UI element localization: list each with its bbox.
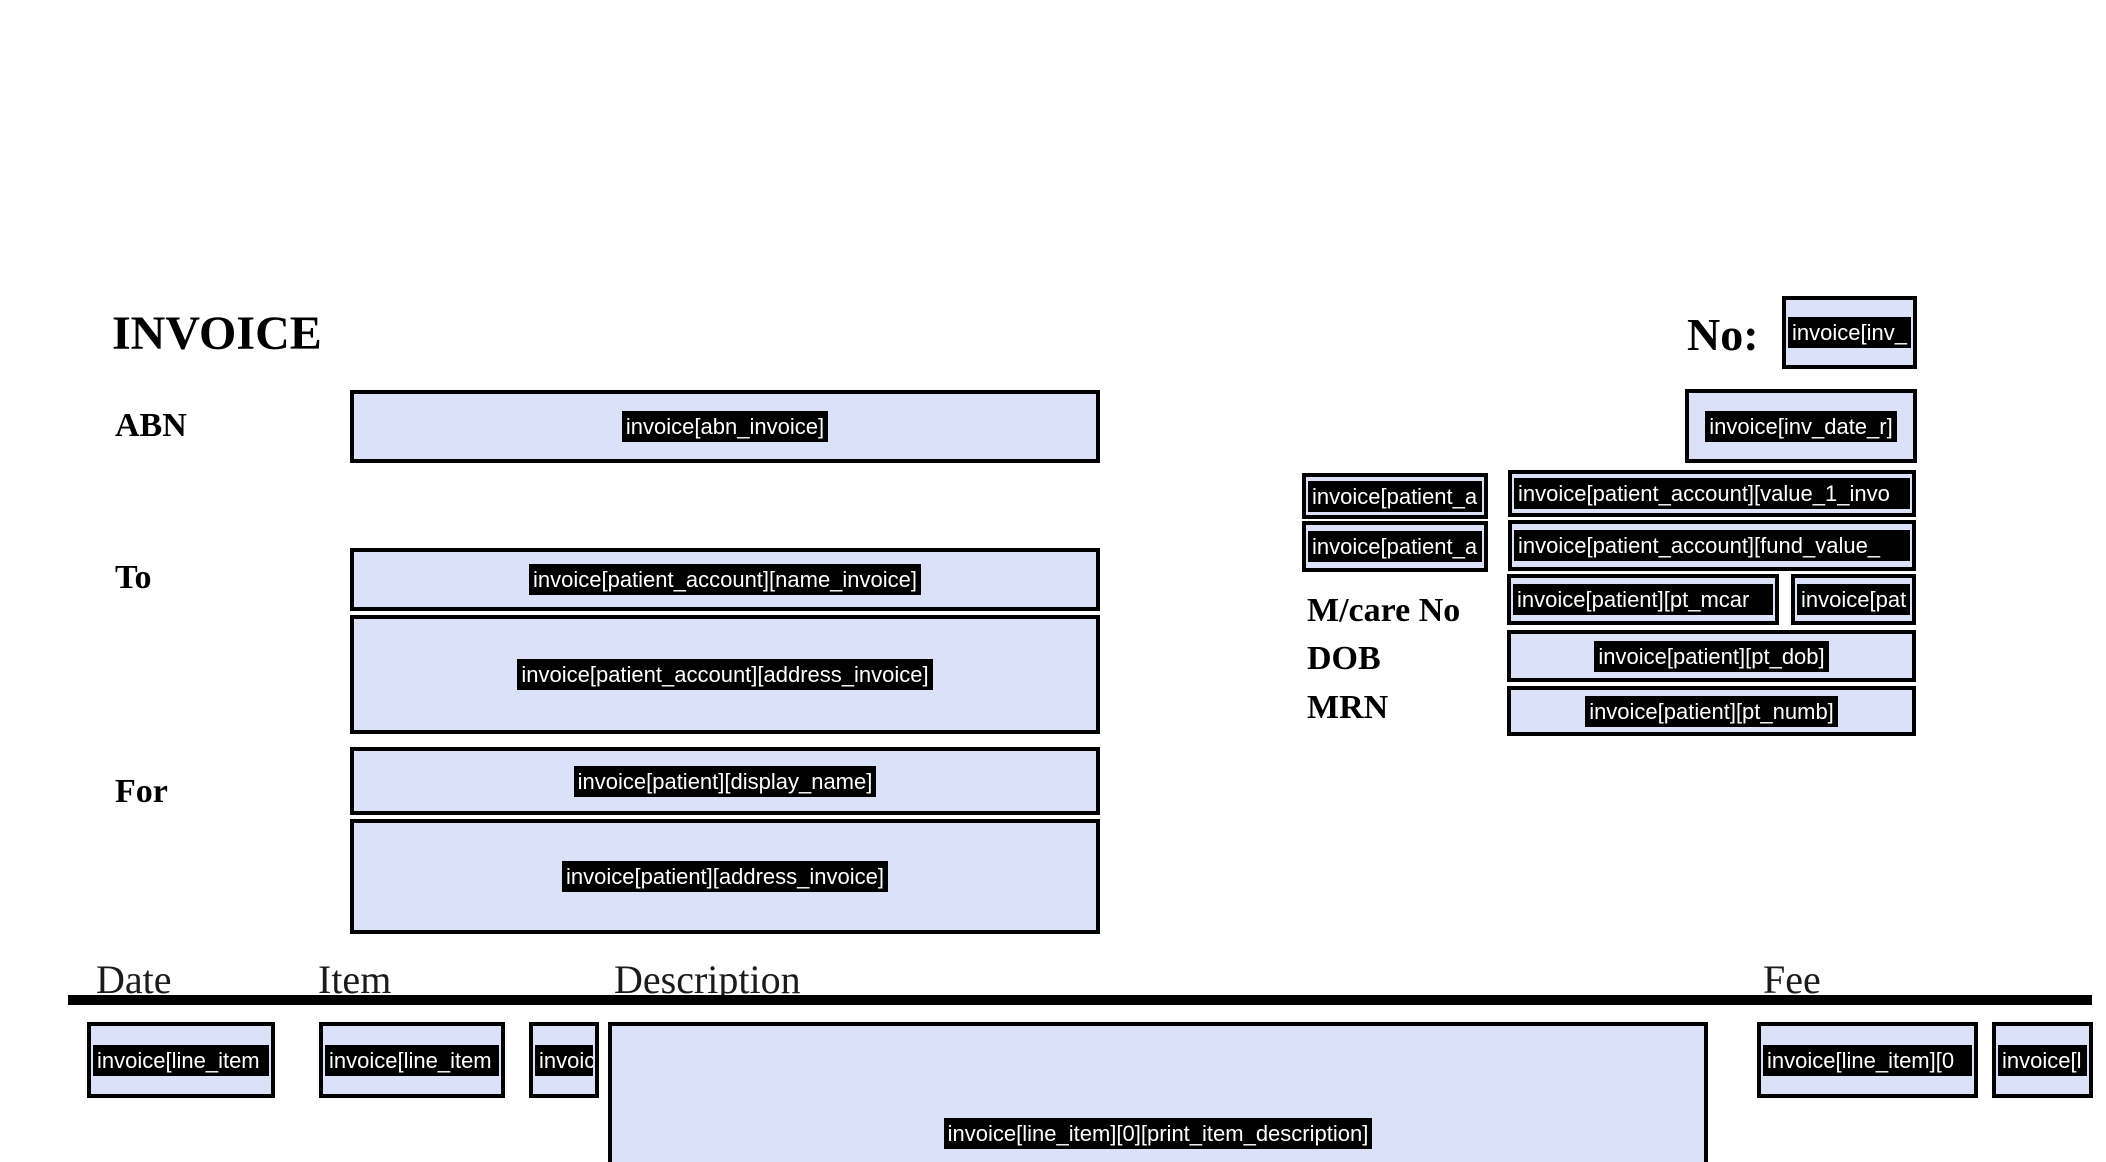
line-item-fee-field-text: invoice[line_item][0 bbox=[1763, 1044, 1972, 1076]
invoice-number-field[interactable]: invoice[inv_ bbox=[1782, 296, 1917, 369]
column-header-description: Description bbox=[614, 957, 801, 1002]
dob-label: DOB bbox=[1307, 640, 1381, 677]
patient-account-left-field-2[interactable]: invoice[patient_a bbox=[1302, 521, 1488, 572]
abn-label: ABN bbox=[115, 407, 187, 444]
patient-account-left-field-1-text: invoice[patient_a bbox=[1308, 480, 1482, 512]
line-item-code-field-text: invoice[line_item bbox=[325, 1044, 499, 1076]
column-header-date: Date bbox=[96, 957, 172, 1002]
to-address-field[interactable]: invoice[patient_account][address_invoice… bbox=[350, 615, 1100, 734]
patient-account-value1-field-text: invoice[patient_account][value_1_invo bbox=[1514, 478, 1910, 509]
to-name-field-text: invoice[patient_account][name_invoice] bbox=[528, 564, 922, 595]
patient-account-fund-value-field[interactable]: invoice[patient_account][fund_value_ bbox=[1508, 520, 1916, 571]
patient-account-left-field-1[interactable]: invoice[patient_a bbox=[1302, 473, 1488, 519]
line-item-fee2-field-text: invoice[l bbox=[1998, 1044, 2087, 1076]
for-address-field-text: invoice[patient][address_invoice] bbox=[562, 861, 888, 892]
line-item-extra-field-text: invoic bbox=[535, 1044, 593, 1076]
medicare-field-2[interactable]: invoice[pat bbox=[1791, 574, 1916, 625]
medicare-field[interactable]: invoice[patient][pt_mcar bbox=[1507, 574, 1779, 625]
line-item-extra-field[interactable]: invoic bbox=[529, 1022, 599, 1098]
invoice-date-field[interactable]: invoice[inv_date_r] bbox=[1685, 389, 1917, 463]
page-title: INVOICE bbox=[112, 307, 322, 360]
table-header-rule bbox=[68, 995, 2092, 1005]
patient-account-fund-value-field-text: invoice[patient_account][fund_value_ bbox=[1514, 530, 1910, 561]
medicare-field-2-text: invoice[pat bbox=[1797, 584, 1910, 615]
medicare-field-text: invoice[patient][pt_mcar bbox=[1513, 584, 1773, 615]
line-item-fee2-field[interactable]: invoice[l bbox=[1992, 1022, 2093, 1098]
column-header-item: Item bbox=[318, 957, 392, 1002]
column-header-fee: Fee bbox=[1763, 957, 1821, 1002]
invoice-number-field-text: invoice[inv_ bbox=[1788, 317, 1911, 348]
for-name-field[interactable]: invoice[patient][display_name] bbox=[350, 747, 1100, 815]
medicare-label: M/care No bbox=[1307, 592, 1461, 629]
invoice-date-field-text: invoice[inv_date_r] bbox=[1705, 410, 1897, 442]
line-item-date-field[interactable]: invoice[line_item bbox=[87, 1022, 275, 1098]
line-item-description-strip-wrap: invoice[line_item][0][print_item_descrip… bbox=[612, 1118, 1704, 1149]
mrn-field[interactable]: invoice[patient][pt_numb] bbox=[1507, 686, 1916, 736]
patient-account-value1-field[interactable]: invoice[patient_account][value_1_invo bbox=[1508, 470, 1916, 517]
invoice-number-label: No: bbox=[1687, 309, 1759, 360]
to-name-field[interactable]: invoice[patient_account][name_invoice] bbox=[350, 548, 1100, 611]
for-address-field[interactable]: invoice[patient][address_invoice] bbox=[350, 819, 1100, 934]
abn-field[interactable]: invoice[abn_invoice] bbox=[350, 390, 1100, 463]
mrn-label: MRN bbox=[1307, 689, 1389, 726]
line-item-date-field-text: invoice[line_item bbox=[93, 1044, 269, 1076]
line-item-fee-field[interactable]: invoice[line_item][0 bbox=[1757, 1022, 1978, 1098]
abn-field-text: invoice[abn_invoice] bbox=[621, 411, 829, 442]
line-item-code-field[interactable]: invoice[line_item bbox=[319, 1022, 505, 1098]
patient-account-left-field-2-text: invoice[patient_a bbox=[1308, 531, 1482, 562]
dob-field[interactable]: invoice[patient][pt_dob] bbox=[1507, 630, 1916, 682]
to-address-field-text: invoice[patient_account][address_invoice… bbox=[517, 659, 933, 690]
to-label: To bbox=[115, 559, 152, 596]
line-item-description-field-text: invoice[line_item][0][print_item_descrip… bbox=[943, 1118, 1373, 1149]
dob-field-text: invoice[patient][pt_dob] bbox=[1594, 640, 1829, 672]
line-item-description-field[interactable]: invoice[line_item][0][print_item_descrip… bbox=[608, 1022, 1708, 1162]
for-name-field-text: invoice[patient][display_name] bbox=[573, 765, 877, 797]
for-label: For bbox=[115, 773, 168, 810]
mrn-field-text: invoice[patient][pt_numb] bbox=[1585, 695, 1838, 727]
